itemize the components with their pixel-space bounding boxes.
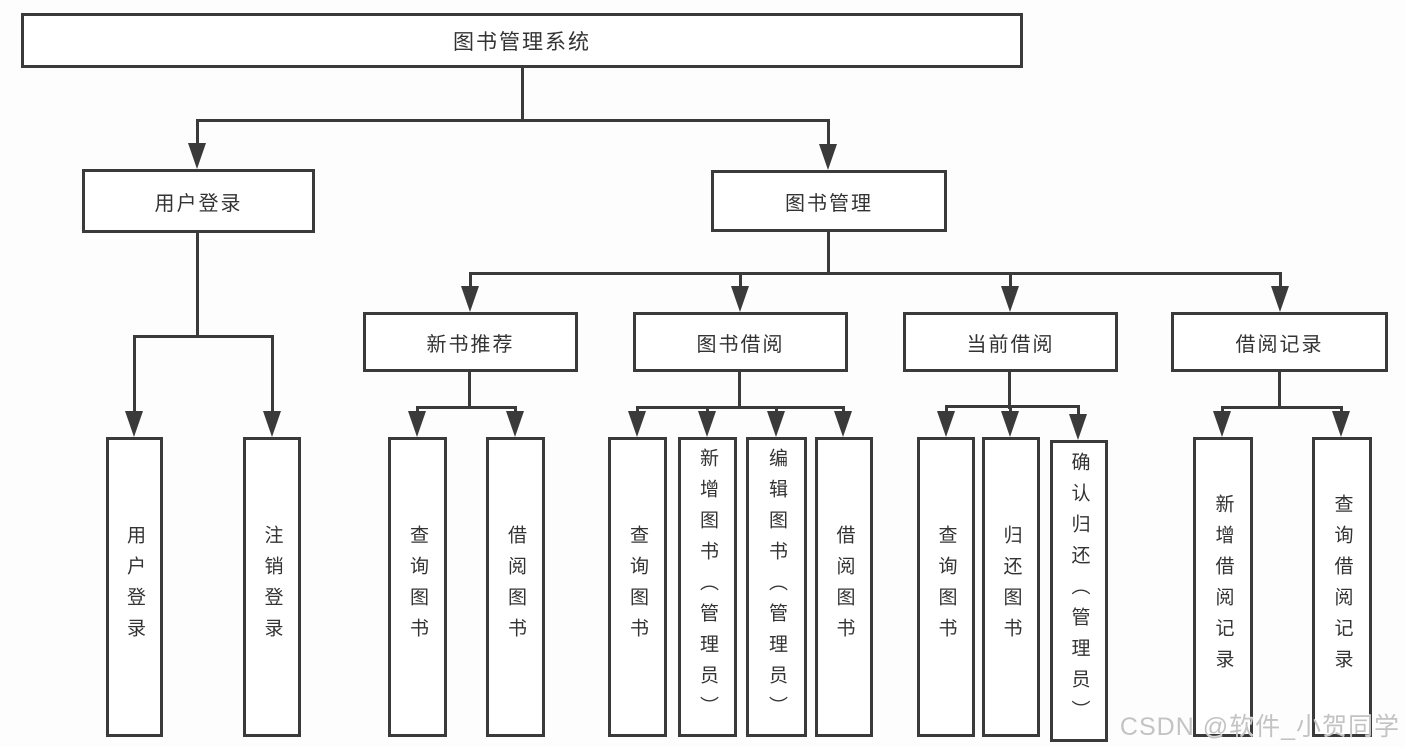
arrow-down-icon — [628, 411, 646, 437]
csdn-watermark: CSDN @软件_小贺同学 — [1119, 713, 1400, 741]
node-leaf-query-books-recommend: 查询图书 — [388, 437, 447, 737]
connector-drop-line — [827, 122, 830, 146]
arrow-down-icon — [125, 411, 143, 437]
arrow-down-icon — [188, 143, 206, 169]
arrow-down-icon — [1001, 411, 1019, 437]
node-leaf-logout: 注销登录 — [243, 437, 301, 737]
arrow-down-icon — [408, 411, 426, 437]
node-user-login: 用户登录 — [82, 169, 315, 233]
connector-stem — [468, 372, 471, 409]
arrow-down-icon — [1271, 286, 1289, 312]
node-leaf-query-books-current: 查询图书 — [917, 437, 975, 737]
node-leaf-add-borrow-record: 新增借阅记录 — [1193, 437, 1253, 737]
connector-bar — [196, 119, 830, 122]
arrow-down-icon — [937, 411, 955, 437]
connector-stem — [1278, 372, 1281, 409]
node-new-book-recommend: 新书推荐 — [363, 312, 578, 372]
node-current-borrowing: 当前借阅 — [903, 312, 1118, 372]
arrow-down-icon — [834, 411, 852, 437]
node-leaf-add-books-admin: 新增图书（管理员） — [678, 437, 737, 737]
node-leaf-edit-books-admin: 编辑图书（管理员） — [746, 437, 807, 737]
node-borrowing-records: 借阅记录 — [1171, 312, 1388, 372]
connector-stem — [196, 233, 199, 338]
connector-stem — [521, 67, 524, 121]
node-leaf-query-books-borrowing: 查询图书 — [608, 437, 667, 737]
node-leaf-borrow-books-recommend: 借阅图书 — [486, 437, 545, 737]
connector-drop-line — [1009, 275, 1012, 288]
connector-bar — [636, 406, 845, 409]
connector-drop-line — [739, 275, 742, 288]
node-leaf-confirm-return-admin: 确认归还（管理员） — [1050, 440, 1108, 742]
connector-drop-line — [133, 338, 136, 412]
connector-drop-line — [1279, 275, 1282, 288]
connector-bar — [1221, 406, 1343, 409]
connector-drop-line — [271, 338, 274, 412]
node-leaf-query-borrow-record: 查询借阅记录 — [1312, 437, 1372, 737]
arrow-down-icon — [506, 411, 524, 437]
connector-drop-line — [1077, 408, 1080, 416]
arrow-down-icon — [461, 286, 479, 312]
connector-bar — [945, 405, 1080, 408]
connector-drop-line — [469, 275, 472, 288]
arrow-down-icon — [1001, 286, 1019, 312]
connector-bar — [133, 335, 274, 338]
node-book-management: 图书管理 — [711, 170, 947, 232]
connector-bar — [416, 406, 517, 409]
connector-stem — [738, 372, 741, 409]
arrow-down-icon — [1213, 411, 1231, 437]
arrow-down-icon — [731, 286, 749, 312]
node-leaf-user-login: 用户登录 — [106, 437, 163, 737]
connector-drop-line — [196, 122, 199, 145]
connector-bar — [469, 272, 1282, 275]
node-library-management-system: 图书管理系统 — [21, 13, 1023, 68]
arrow-down-icon — [1069, 414, 1087, 440]
arrow-down-icon — [263, 411, 281, 437]
connector-stem — [827, 232, 830, 275]
arrow-down-icon — [819, 144, 837, 170]
arrow-down-icon — [1332, 411, 1350, 437]
arrow-down-icon — [698, 411, 716, 437]
node-book-borrowing: 图书借阅 — [633, 312, 848, 372]
node-leaf-borrow-books: 借阅图书 — [815, 437, 873, 737]
connector-stem — [1008, 372, 1011, 409]
node-leaf-return-books: 归还图书 — [982, 437, 1040, 737]
arrow-down-icon — [767, 411, 785, 437]
